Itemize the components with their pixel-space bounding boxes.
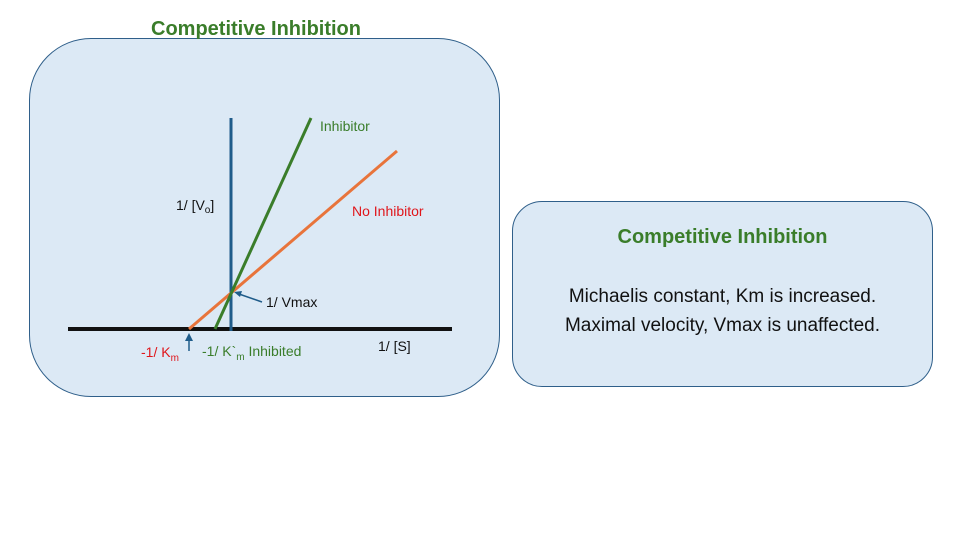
inhibitor-label: Inhibitor: [320, 118, 370, 134]
vmax-statement: Maximal velocity, Vmax is unaffected.: [564, 315, 881, 336]
km-statement: Michaelis constant, Km is increased.: [568, 286, 877, 307]
km-label: -1/ Km: [141, 344, 179, 364]
inhibitor-line: [213, 117, 313, 330]
no-inhibitor-line: [188, 149, 398, 331]
vmax-arrow: [238, 293, 263, 303]
diagram-title: Competitive Inhibition: [151, 18, 361, 40]
vmax-label: 1/ Vmax: [266, 294, 317, 310]
y-axis-label: 1/ [Vo]: [176, 197, 214, 216]
summary-title: Competitive Inhibition: [617, 226, 828, 248]
no-inhibitor-label: No Inhibitor: [352, 203, 424, 219]
km-arrowhead: [185, 333, 193, 341]
km-inhibited-label: -1/ K`m Inhibited: [202, 343, 301, 363]
summary-panel: Competitive Inhibition Michaelis constan…: [512, 201, 933, 387]
vmax-arrowhead: [234, 291, 242, 297]
x-axis-label: 1/ [S]: [378, 338, 411, 354]
